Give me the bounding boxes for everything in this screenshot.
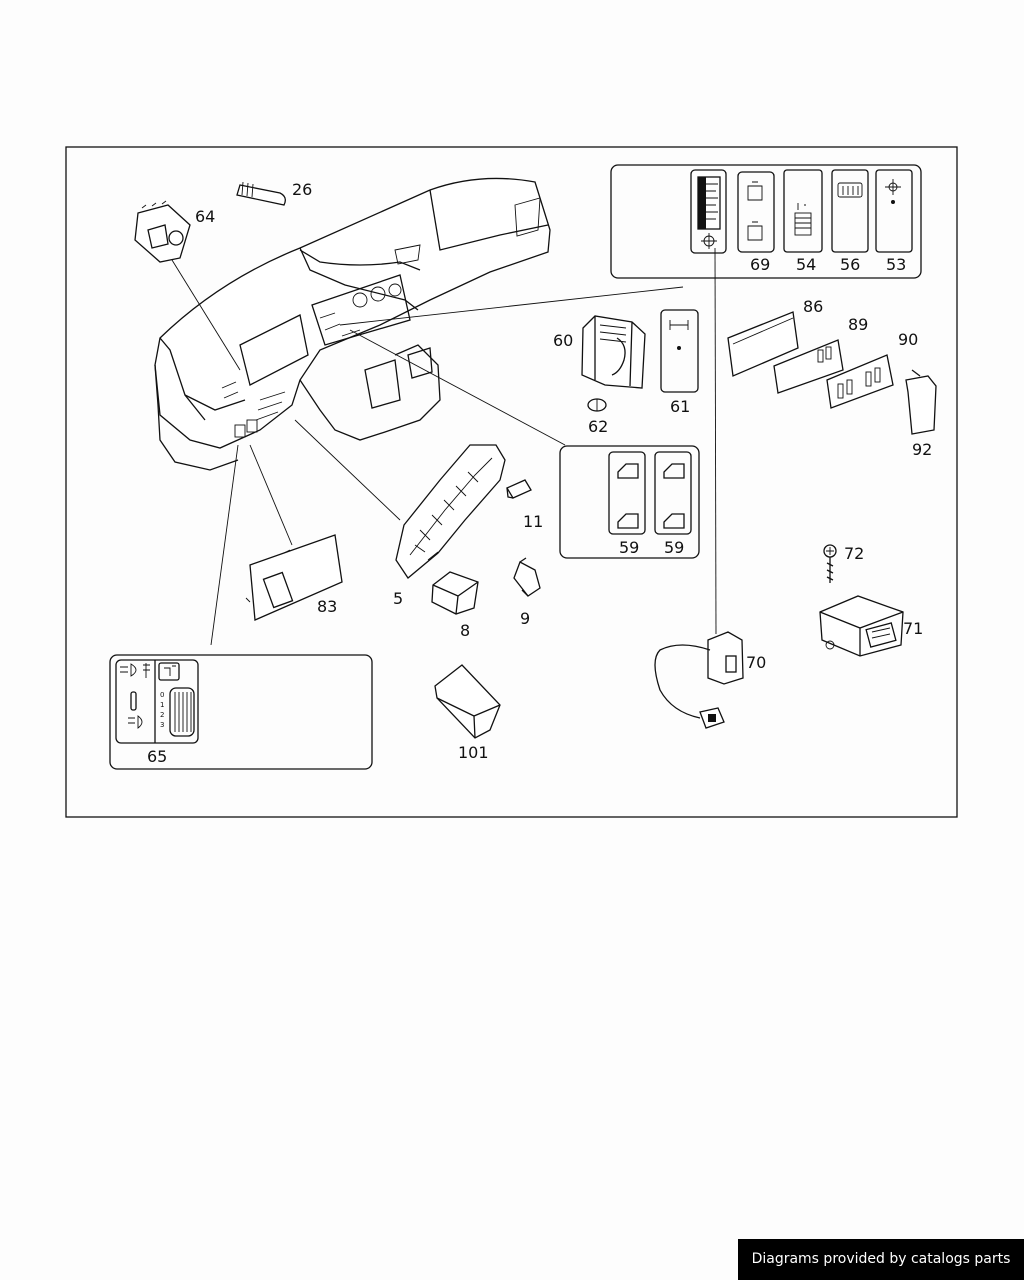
part-54-switch	[783, 169, 823, 253]
part-70-sensor	[654, 631, 744, 729]
part-label-9: 9	[520, 609, 530, 628]
part-label-26: 26	[292, 180, 312, 199]
part-9-clip	[513, 557, 541, 597]
part-59-switch-right	[654, 451, 692, 535]
part-89-cover	[773, 339, 844, 394]
dashboard	[154, 177, 551, 471]
part-26-bulb	[236, 181, 286, 206]
part-label-53: 53	[886, 255, 906, 274]
part-label-64: 64	[195, 207, 215, 226]
part-61-switch	[660, 309, 699, 393]
part-label-89: 89	[848, 315, 868, 334]
part-101-relay	[434, 664, 501, 739]
footer-credit: Diagrams provided by catalogs parts	[738, 1239, 1024, 1280]
switch-65-scale-0: 0	[160, 691, 164, 699]
part-71-control-unit	[819, 595, 904, 657]
part-label-65: 65	[147, 747, 167, 766]
part-56-switch	[831, 169, 869, 253]
part-64-switch	[134, 200, 191, 263]
part-59-switch-left	[608, 451, 646, 535]
part-label-59-left: 59	[619, 538, 639, 557]
part-65-box	[109, 654, 373, 770]
part-label-59-right: 59	[664, 538, 684, 557]
part-86-cover	[727, 311, 799, 377]
part-label-83: 83	[317, 597, 337, 616]
window-switch-box	[559, 445, 700, 559]
part-60-switch	[581, 315, 646, 389]
part-11-clip	[506, 479, 532, 499]
part-72-screw	[823, 544, 837, 583]
part-label-60: 60	[553, 331, 573, 350]
part-label-86: 86	[803, 297, 823, 316]
leader-lines	[171, 247, 717, 646]
part-label-56: 56	[840, 255, 860, 274]
part-8-relay	[431, 571, 479, 615]
part-53-switch	[875, 169, 913, 253]
part-label-5: 5	[393, 589, 403, 608]
part-label-70: 70	[746, 653, 766, 672]
part-69-switches	[690, 169, 775, 254]
part-5-fuse-box	[395, 444, 506, 579]
switch-65-scale-2: 2	[160, 711, 164, 719]
part-label-11: 11	[523, 512, 543, 531]
switch-65-scale-3: 3	[160, 721, 164, 729]
part-62-bulb	[587, 398, 607, 412]
part-90-cover	[826, 354, 894, 409]
switch-65-scale-1: 1	[160, 701, 164, 709]
part-label-54: 54	[796, 255, 816, 274]
part-label-61: 61	[670, 397, 690, 416]
part-label-72: 72	[844, 544, 864, 563]
part-label-62: 62	[588, 417, 608, 436]
part-92-cover	[905, 369, 937, 435]
part-83-cover	[245, 534, 343, 621]
part-label-92: 92	[912, 440, 932, 459]
switch-panel-box	[610, 164, 922, 279]
diagram-frame	[65, 146, 958, 818]
part-65-switch: 0 1 2 3	[115, 659, 199, 744]
part-label-90: 90	[898, 330, 918, 349]
part-label-71: 71	[903, 619, 923, 638]
part-label-8: 8	[460, 621, 470, 640]
part-label-69: 69	[750, 255, 770, 274]
part-label-101: 101	[458, 743, 489, 762]
